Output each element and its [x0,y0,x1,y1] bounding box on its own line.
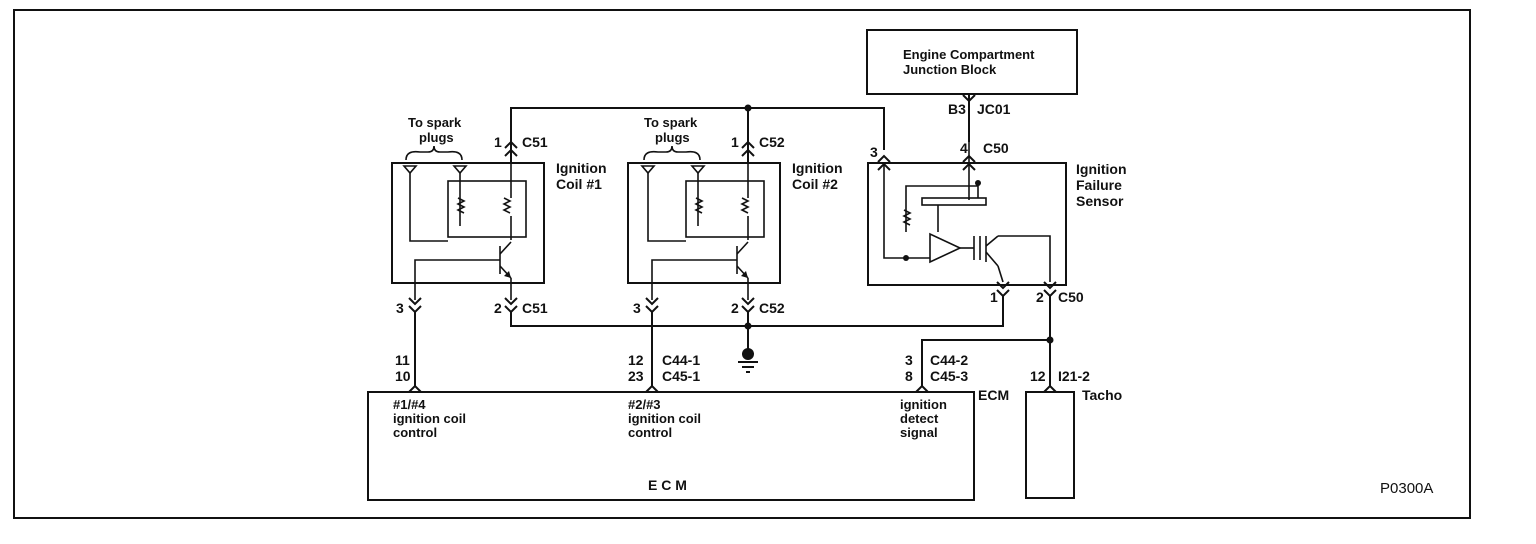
ecm2-pin-b: 23 [628,368,644,384]
ifs-label-2: Failure [1076,177,1122,193]
ecm-side-label: ECM [978,387,1009,403]
connector-coil1-pin3: 3 [396,297,422,316]
c45-3-label: C45-3 [930,368,968,384]
ecm-signal-1-line-3: control [393,425,437,440]
supply-wire [510,104,885,150]
ecm2-pin-a: 12 [628,352,644,368]
diagram-frame [13,9,1471,519]
ecm-signal-3-line-2: detect [900,411,939,426]
coil2-label-1: Ignition [792,160,843,176]
ecm-signal-2-line-3: control [628,425,672,440]
spark-plugs-2: To spark plugs [640,115,706,175]
connector-b3-label: B3 [948,101,966,117]
c52-top-label: C52 [759,134,785,150]
connector-ifs-pin3: 3 [870,144,891,171]
ifs-pin3-label: 3 [870,144,878,160]
ecm-wire-2: 12 23 C44-1 C45-1 [628,312,700,393]
ecm-signal-1-line-1: #1/#4 [393,397,426,412]
ecm-signal-3-line-1: ignition [900,397,947,412]
c44-1-label: C44-1 [662,352,700,368]
c50-top-label: C50 [983,140,1009,156]
ifs-label-3: Sensor [1076,193,1124,209]
connector-c52-top: 1 C52 [731,134,785,162]
coil1-pin3-label: 3 [396,300,404,316]
c51-top-label: C51 [522,134,548,150]
connector-b3-jc01: B3 JC01 [948,94,1011,142]
c50-bot-label: C50 [1058,289,1084,305]
ecm3-pin-a: 3 [905,352,913,368]
ecm-signal-2-line-1: #2/#3 [628,397,661,412]
i21-2-label: I21-2 [1058,368,1090,384]
ecm-signal-2-line-2: ignition coil [628,411,701,426]
coil1-label-2: Coil #1 [556,176,602,192]
c52-bot-label: C52 [759,300,785,316]
tacho-pin: 12 [1030,368,1046,384]
ecm-wire-1: 11 10 [395,312,422,393]
coil2-pin3-label: 3 [633,300,641,316]
connector-c51-bottom: 2 C51 [494,297,548,316]
ecm-module: ECM E C M #1/#4 ignition coil control #2… [367,387,1009,501]
spark-plugs-1-label-2: plugs [419,130,454,145]
coil2-label-2: Coil #2 [792,176,838,192]
tacho-label: Tacho [1082,387,1122,403]
ecm-signal-3-line-3: signal [900,425,938,440]
connector-c52-bottom: 2 C52 [731,297,785,316]
c50-top-pin: 4 [960,140,968,156]
c52-bot-pin: 2 [731,300,739,316]
spark-plugs-1-label-1: To spark [408,115,462,130]
c51-bot-label: C51 [522,300,548,316]
c45-1-label: C45-1 [662,368,700,384]
ground-wire [510,296,1004,373]
tacho-module: Tacho [1025,387,1122,499]
ignition-failure-sensor: Ignition Failure Sensor [867,142,1127,286]
spark-plugs-2-label-1: To spark [644,115,698,130]
ignition-coil-1: Ignition Coil #1 [391,160,607,300]
connector-coil2-pin3: 3 [633,297,659,316]
ecm3-pin-b: 8 [905,368,913,384]
ecm1-pin-b: 10 [395,368,411,384]
c50-bot-pin1: 1 [990,289,998,305]
connector-c51-top: 1 C51 [494,134,548,162]
c51-top-pin: 1 [494,134,502,150]
ignition-coil-2: Ignition Coil #2 [627,160,843,300]
ecm-signal-1-line-2: ignition coil [393,411,466,426]
coil1-label-1: Ignition [556,160,607,176]
spark-plugs-2-label-2: plugs [655,130,690,145]
junction-block: Engine Compartment Junction Block [866,29,1078,95]
ecm-main-label: E C M [648,477,687,493]
ifs-label-1: Ignition [1076,161,1127,177]
connector-c50-top: 4 C50 [960,140,1009,171]
connector-c50-bottom: 1 2 C50 [990,281,1084,305]
junction-block-label-1: Engine Compartment [903,47,1035,62]
junction-block-label-2: Junction Block [903,62,997,77]
ecm-wire-3: 3 8 C44-2 C45-3 [905,296,1054,393]
c44-2-label: C44-2 [930,352,968,368]
spark-plugs-1: To spark plugs [402,115,468,175]
connector-jc01-label: JC01 [977,101,1011,117]
c51-bot-pin: 2 [494,300,502,316]
c52-top-pin: 1 [731,134,739,150]
c50-bot-pin2: 2 [1036,289,1044,305]
tacho-wire: 12 I21-2 [1030,340,1090,393]
ecm1-pin-a: 11 [395,352,410,368]
figure-code: P0300A [1380,480,1433,497]
